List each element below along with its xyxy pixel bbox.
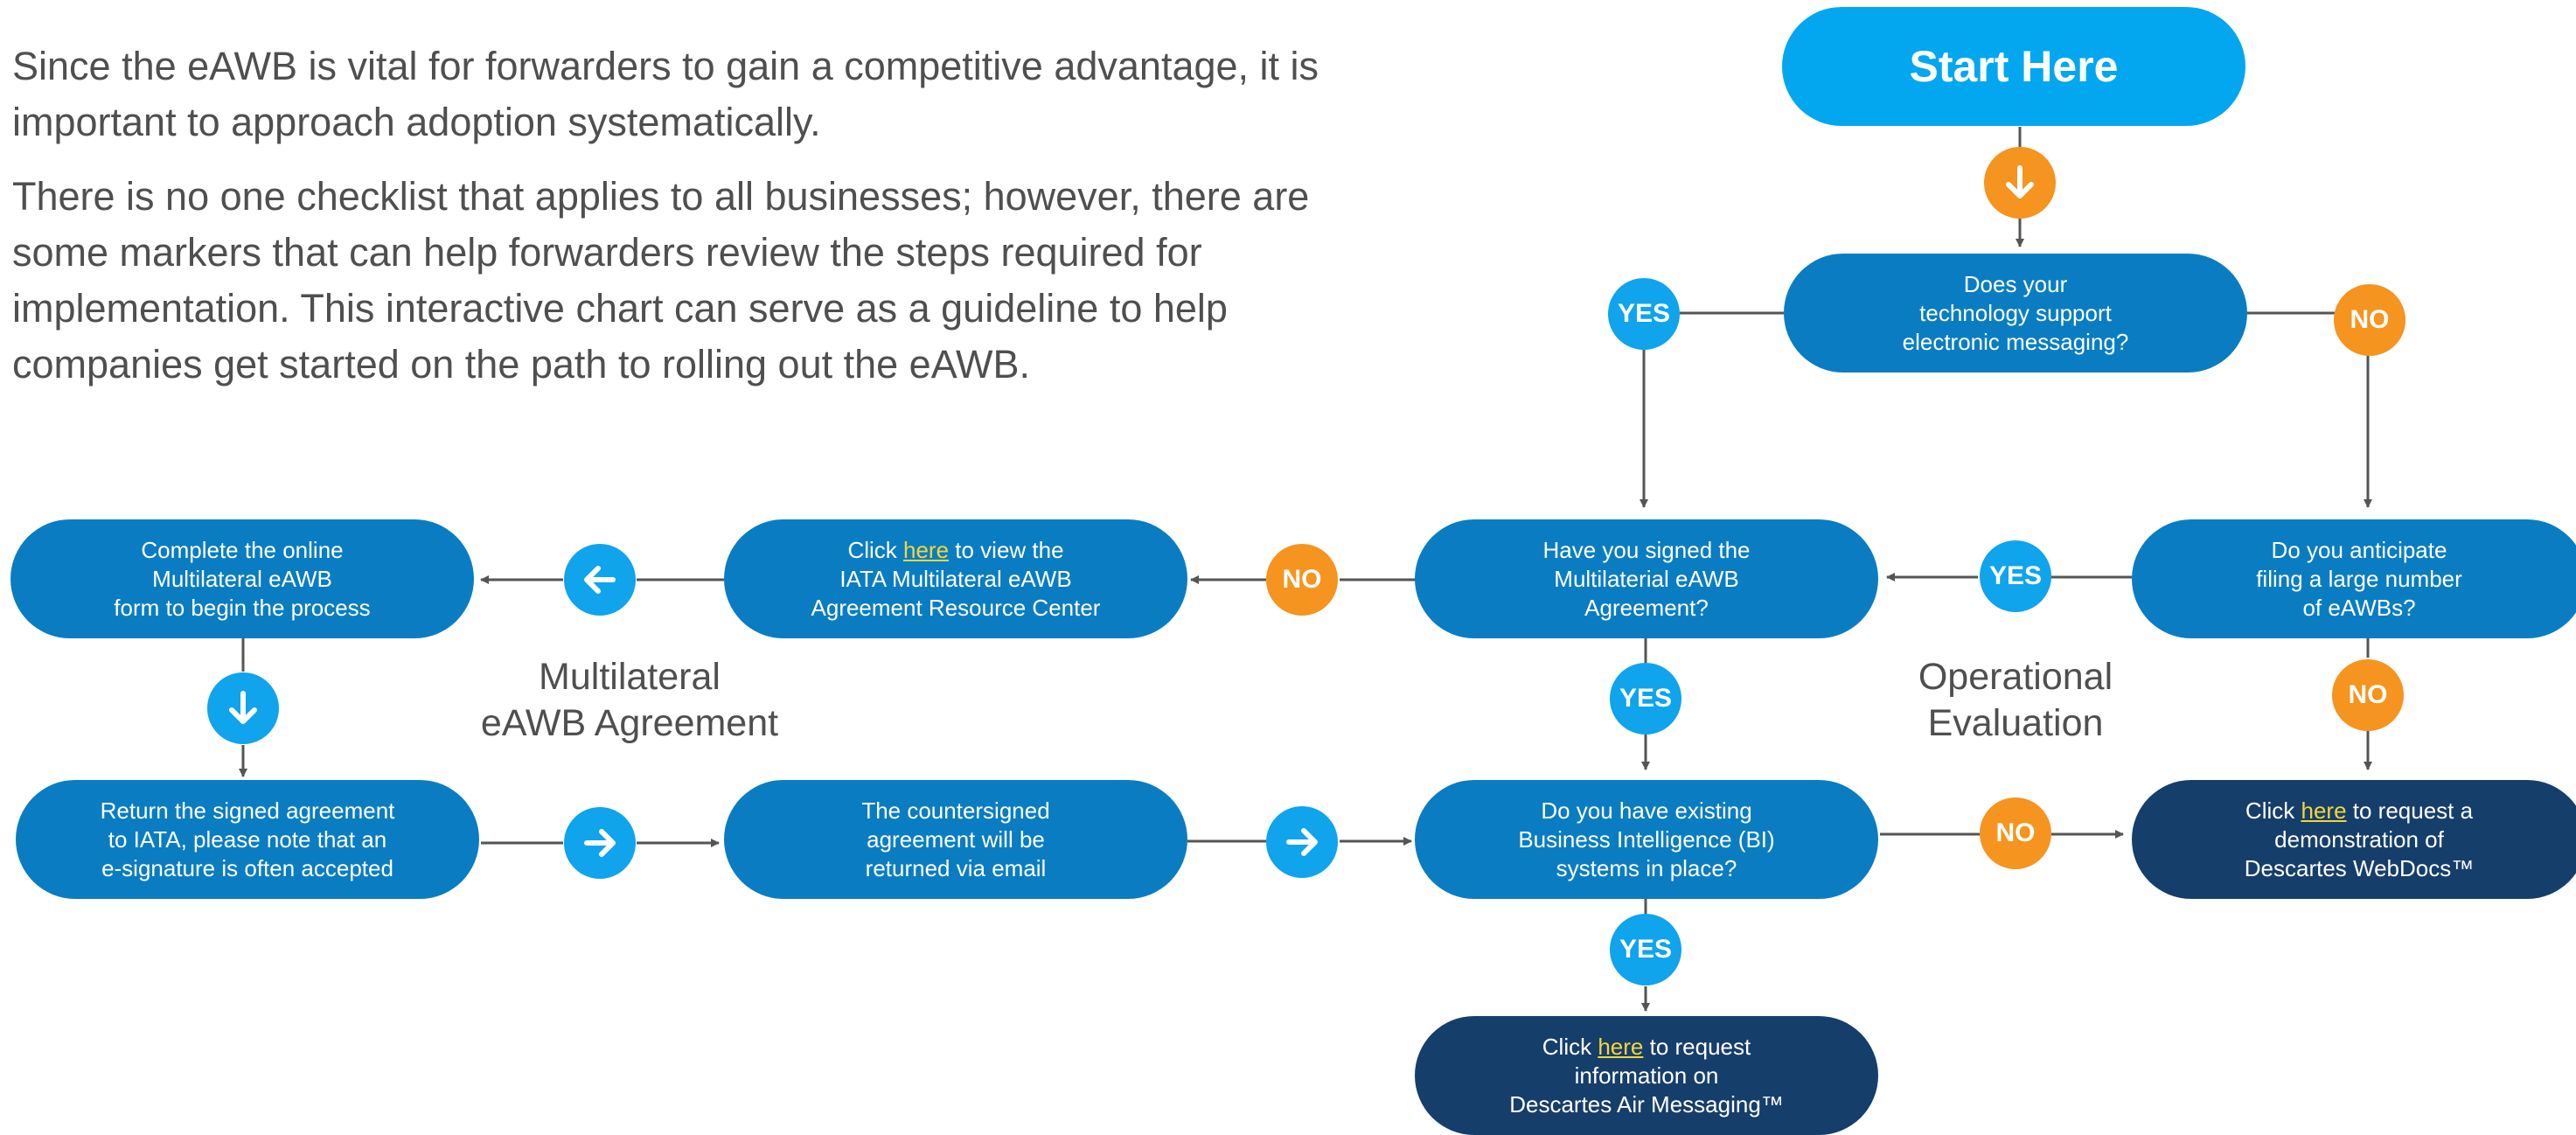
webdocs-demo-node: Click here to request a demonstration of… [2132,780,2576,899]
tech-line-2: technology support [1919,299,2112,326]
counter-line-2: agreement will be [867,825,1045,853]
multilateral-line-1: Multilateral [539,656,721,698]
webdocs-line-2: demonstration of [2274,825,2444,853]
airmsg-here-link[interactable]: here [1598,1033,1644,1060]
yes-badge: YES [1980,540,2051,612]
arrow-down-icon [207,672,279,744]
intro-paragraph-1: Since the eAWB is vital for forwarders t… [12,44,1319,144]
anticipate-line-2: filing a large number [2256,565,2462,592]
counter-line-3: returned via email [865,854,1047,881]
multilateral-section-label: Multilateral eAWB Agreement [472,654,787,747]
start-here-label: Start Here [1909,41,2119,91]
webdocs-pre: Click [2245,797,2301,824]
airmsg-line-1: Click here to request [1542,1033,1751,1062]
yes-badge: YES [1610,914,1681,985]
operational-line-1: Operational [1918,656,2113,698]
return-line-1: Return the signed agreement [100,797,395,824]
arrow-right-icon [564,807,636,879]
air-messaging-node: Click here to request information on Des… [1415,1016,1878,1135]
anticipate-line-3: of eAWBs? [2302,594,2416,621]
multilateral-line-2: eAWB Agreement [480,702,779,744]
return-line-3: e-signature is often accepted [101,854,393,881]
anticipate-line-1: Do you anticipate [2271,536,2447,563]
no-badge: NO [2332,659,2404,731]
complete-form-node[interactable]: Complete the online Multilateral eAWB fo… [10,519,474,638]
iata-line-1: Click here to view the [847,536,1063,565]
iata-pre: Click [847,536,903,563]
iata-here-link[interactable]: here [903,536,950,563]
no-badge: NO [2334,284,2405,356]
operational-line-2: Evaluation [1927,702,2104,744]
no-badge: NO [1266,544,1338,616]
airmsg-pre: Click [1542,1033,1598,1060]
airmsg-line-3: Descartes Air Messaging™ [1509,1090,1784,1118]
signed-agreement-question[interactable]: Have you signed the Multilaterial eAWB A… [1415,519,1878,638]
airmsg-post: to request [1643,1033,1751,1060]
return-agreement-node[interactable]: Return the signed agreement to IATA, ple… [16,780,479,899]
iata-post: to view the [949,536,1064,563]
iata-line-3: Agreement Resource Center [811,594,1101,621]
tech-line-1: Does your [1963,270,2068,297]
tech-support-question[interactable]: Does your technology support electronic … [1784,254,2247,373]
complete-line-3: form to begin the process [114,594,371,621]
signed-line-1: Have you signed the [1542,536,1751,563]
webdocs-line-3: Descartes WebDocs™ [2244,854,2475,881]
complete-line-1: Complete the online [141,536,344,563]
webdocs-here-link[interactable]: here [2301,797,2347,824]
bi-systems-question[interactable]: Do you have existing Business Intelligen… [1415,780,1878,899]
operational-section-label: Operational Evaluation [1880,654,2151,747]
webdocs-line-1: Click here to request a [2245,797,2473,825]
bi-line-3: systems in place? [1556,854,1737,881]
intro-paragraph-2: There is no one checklist that applies t… [12,174,1310,386]
yes-badge: YES [1610,663,1681,735]
start-here-node[interactable]: Start Here [1782,7,2245,126]
webdocs-post: to request a [2346,797,2474,824]
bi-line-1: Do you have existing [1541,797,1752,824]
counter-line-1: The countersigned [861,797,1050,824]
arrow-down-icon [1984,147,2056,219]
complete-line-2: Multilateral eAWB [152,565,332,592]
iata-line-2: IATA Multilateral eAWB [839,565,1072,592]
return-line-2: to IATA, please note that an [108,825,387,853]
yes-badge: YES [1608,278,1680,350]
arrow-left-icon [564,544,636,616]
anticipate-question[interactable]: Do you anticipate filing a large number … [2132,519,2576,638]
no-badge: NO [1980,797,2051,869]
arrow-right-icon [1266,806,1338,878]
signed-line-2: Multilaterial eAWB [1554,565,1739,592]
countersigned-node[interactable]: The countersigned agreement will be retu… [724,780,1187,899]
airmsg-line-2: information on [1574,1062,1719,1089]
tech-line-3: electronic messaging? [1902,328,2129,355]
iata-resource-node: Click here to view the IATA Multilateral… [724,519,1187,638]
signed-line-3: Agreement? [1584,594,1709,621]
bi-line-2: Business Intelligence (BI) [1518,825,1775,853]
